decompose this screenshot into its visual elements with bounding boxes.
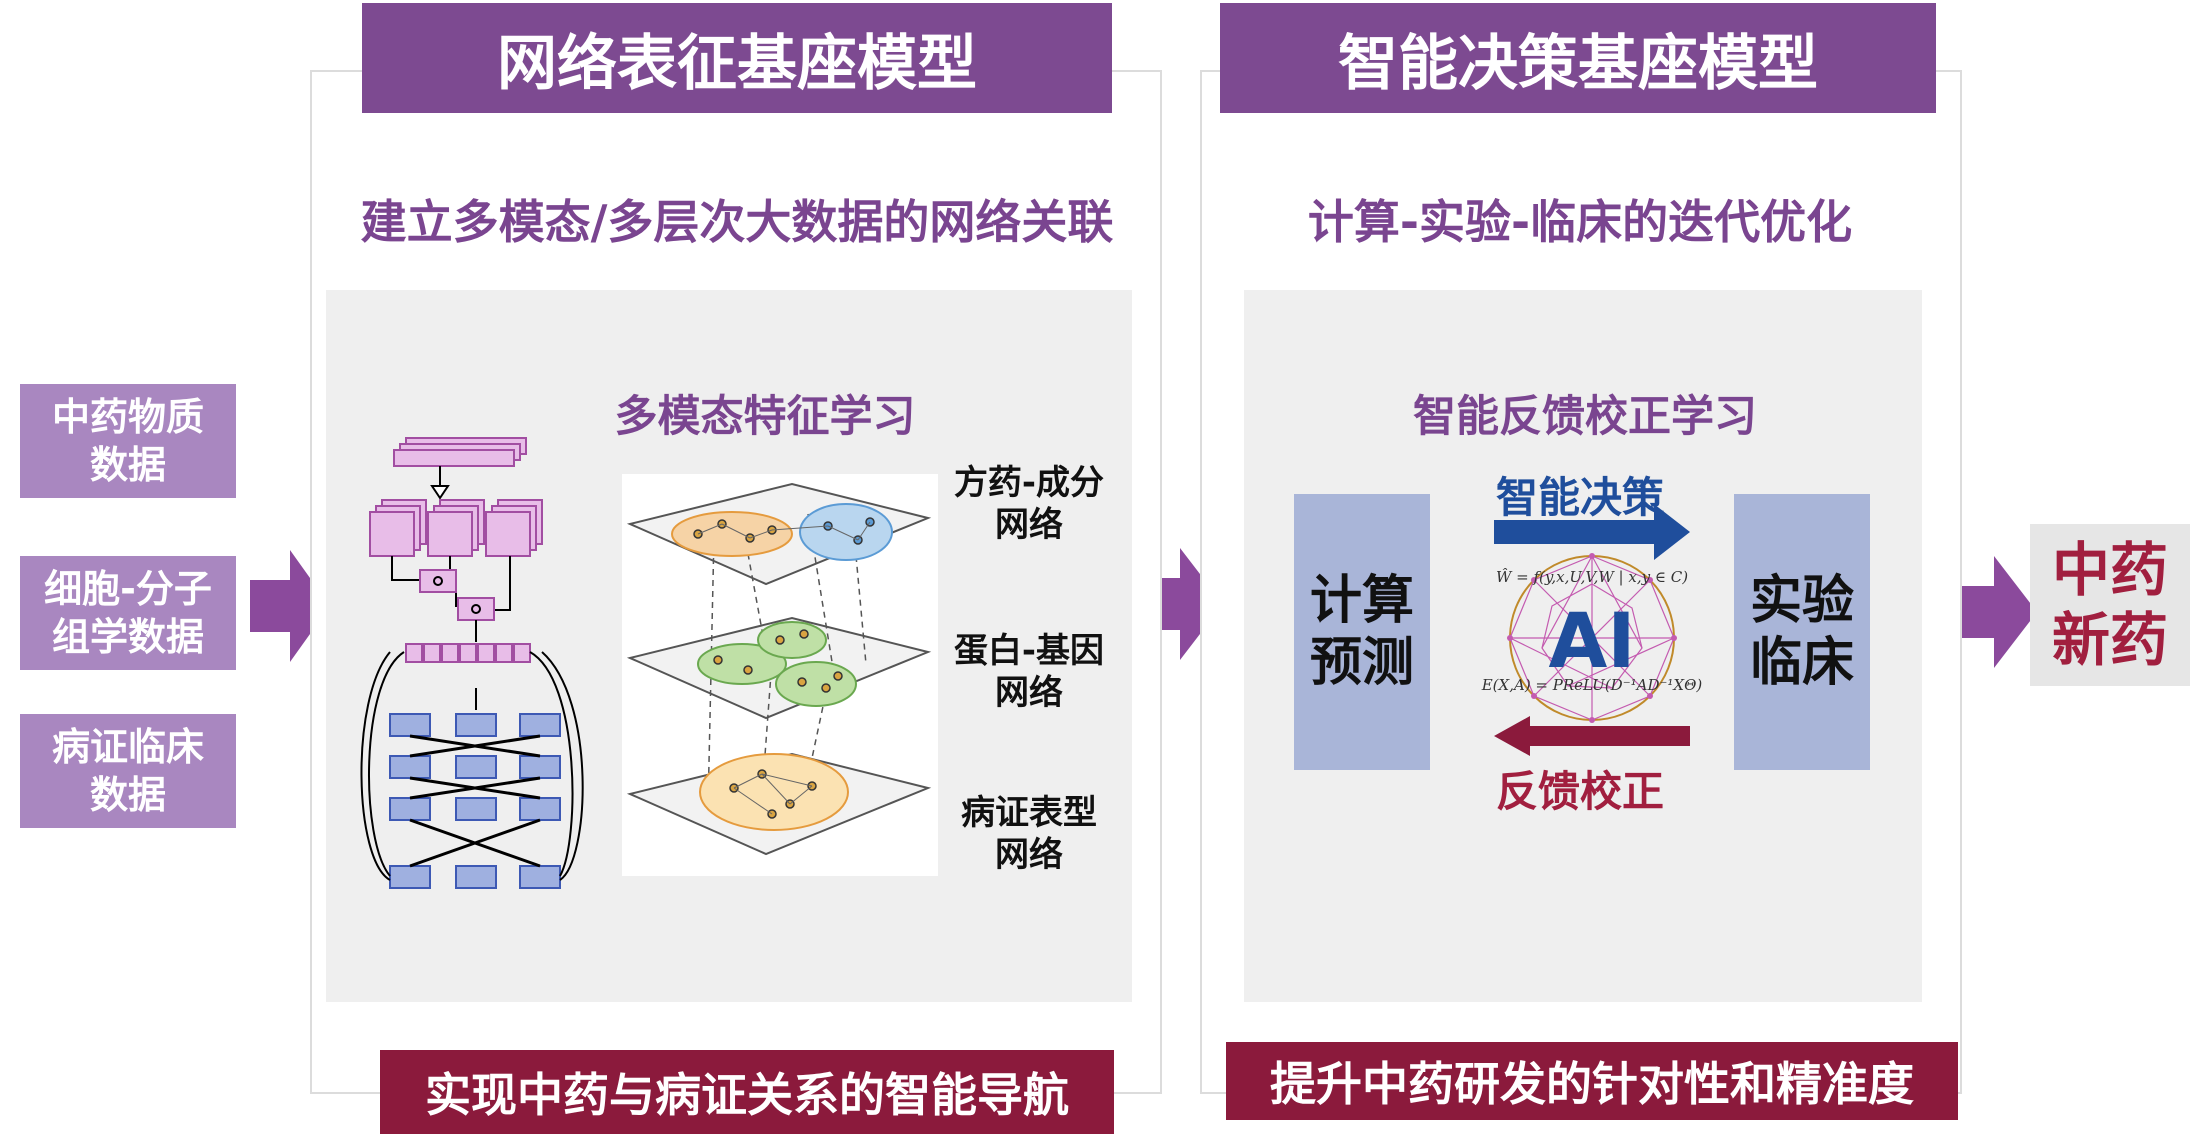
left-section-title: 多模态特征学习 <box>614 392 916 442</box>
output-line1: 中药 <box>2051 536 2168 604</box>
feedback-correction-label: 反馈校正 <box>1495 767 1664 816</box>
network-protein-line1: 蛋白-基因 <box>953 631 1105 671</box>
left-panel-subtitle: 建立多模态/多层次大数据的网络关联 <box>360 195 1114 249</box>
neural-network-diagram <box>360 437 584 889</box>
input-clinical-data: 病证临床数据 <box>20 714 236 828</box>
right-panel-title: 智能决策基座模型 <box>1220 3 1936 113</box>
input-clinical-line1: 病证临床 <box>51 725 204 769</box>
right-panel-subtitle: 计算-实验-临床的迭代优化 <box>1307 195 1853 249</box>
network-protein-line2: 网络 <box>995 673 1063 713</box>
output-line2: 新药 <box>2051 606 2168 674</box>
input-omics-data: 细胞-分子组学数据 <box>20 556 236 670</box>
output-new-drug: 中药新药 <box>2030 524 2190 686</box>
input-herb-data: 中药物质数据 <box>20 384 236 498</box>
input-omics-line1: 细胞-分子 <box>44 567 212 611</box>
network-label-herb: 方药-成分 网络 <box>944 462 1114 546</box>
intelligent-decision-label: 智能决策 <box>1495 473 1664 522</box>
experiment-clinic-box: 实验临床 <box>1734 494 1870 770</box>
left-panel-title: 网络表征基座模型 <box>362 3 1112 113</box>
compute-line2: 预测 <box>1309 633 1414 693</box>
network-phenotype-line1: 病证表型 <box>961 793 1097 833</box>
input-clinical-line2: 数据 <box>89 773 166 817</box>
network-layers-diagram <box>626 482 932 856</box>
left-panel-banner: 实现中药与病证关系的智能导航 <box>380 1050 1114 1134</box>
feedback-arrow-icon <box>1494 716 1690 756</box>
network-phenotype-line2: 网络 <box>995 835 1063 875</box>
input-omics-line2: 组学数据 <box>51 615 204 659</box>
network-herb-line2: 网络 <box>995 505 1063 545</box>
experiment-line1: 实验 <box>1749 571 1854 631</box>
formula-bottom: E(X,A) = PReLU(D⁻¹AD⁻¹XΘ) <box>1481 676 1703 694</box>
experiment-line2: 临床 <box>1749 633 1854 693</box>
compute-predict-box: 计算预测 <box>1294 494 1430 770</box>
network-herb-line1: 方药-成分 <box>953 463 1105 503</box>
formula-top: Ŵ = f(y,x,U,V,W | x,y ∈ C) <box>1495 568 1689 586</box>
input-herb-line2: 数据 <box>89 443 166 487</box>
ai-network-sphere-icon <box>1507 553 1677 723</box>
flow-arrow-output <box>1952 556 2037 668</box>
forward-arrow-icon <box>1494 504 1690 560</box>
network-label-protein: 蛋白-基因 网络 <box>944 630 1114 714</box>
input-herb-line1: 中药物质 <box>51 395 204 439</box>
ai-label: AI <box>1548 596 1636 685</box>
right-section-title: 智能反馈校正学习 <box>1413 392 1757 442</box>
network-label-phenotype: 病证表型 网络 <box>944 792 1114 876</box>
flow-arrow-middle <box>1138 548 1223 660</box>
compute-line1: 计算 <box>1309 571 1414 631</box>
right-panel-banner: 提升中药研发的针对性和精准度 <box>1226 1042 1958 1120</box>
